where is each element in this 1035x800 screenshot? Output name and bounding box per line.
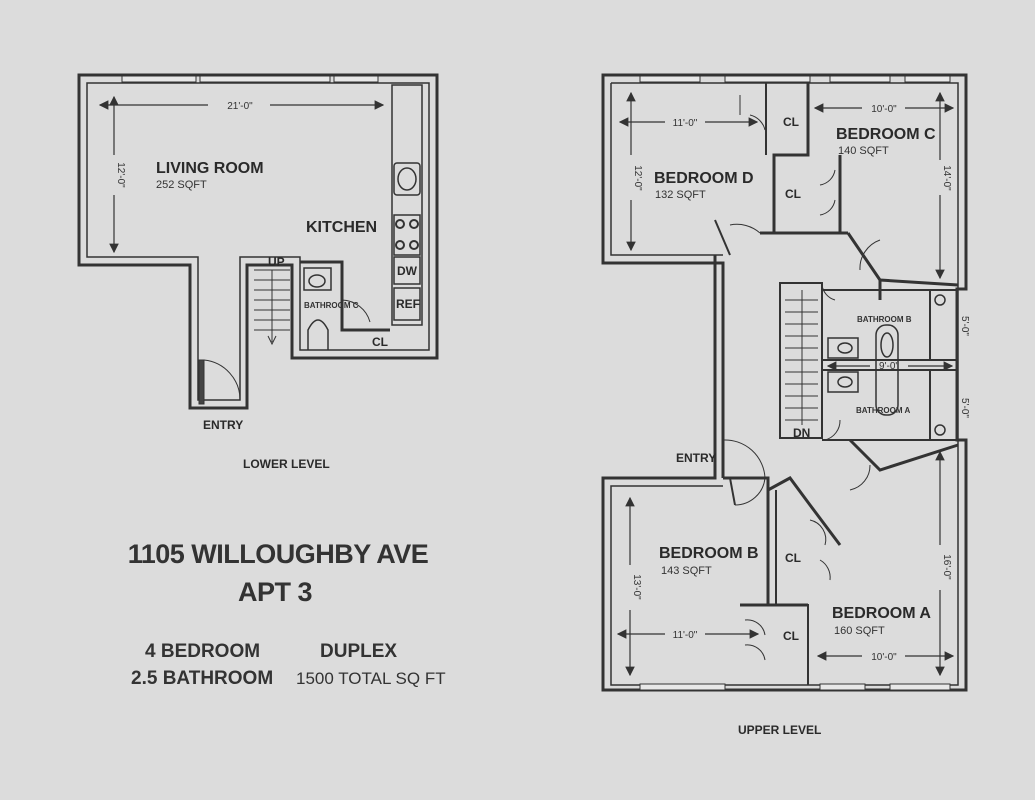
bath-width-dim: 9'-0" [879, 361, 899, 372]
lr-depth-dim: 12'-0" [115, 162, 126, 188]
bath-b-depth: 5'-0" [959, 316, 970, 336]
bd-c-depth: 14'-0" [941, 165, 952, 191]
closet-d: CL [783, 115, 799, 129]
dn-label: DN [793, 426, 810, 440]
lower-entry-label: ENTRY [203, 418, 243, 432]
living-room-label: LIVING ROOM [156, 160, 264, 177]
bedroom-b-label: BEDROOM B [659, 545, 759, 562]
kitchen-label: KITCHEN [306, 219, 377, 236]
address: 1105 WILLOUGHBY AVE [128, 539, 429, 569]
bedroom-c-label: BEDROOM C [836, 126, 936, 143]
bd-b-depth: 13'-0" [631, 574, 642, 600]
bathroom-b-label: BATHROOM B [857, 315, 912, 324]
total-area: 1500 TOTAL SQ FT [296, 669, 446, 688]
apt-number: APT 3 [238, 577, 313, 607]
lower-level-caption: LOWER LEVEL [243, 457, 330, 471]
unit-type: DUPLEX [320, 641, 397, 662]
lr-width-dim: 21'-0" [227, 101, 253, 112]
bathroom-count: 2.5 BATHROOM [131, 668, 273, 689]
bedroom-d-label: BEDROOM D [654, 170, 754, 187]
upper-entry-label: ENTRY [676, 451, 716, 465]
bedroom-a-label: BEDROOM A [832, 605, 931, 622]
bd-b-width: 11'-0" [673, 630, 698, 641]
bedroom-d-area: 132 SQFT [655, 189, 706, 201]
lower-level-plan [77, 73, 439, 410]
closet-a: CL [785, 551, 801, 565]
upper-dims [616, 91, 955, 677]
closet-b: CL [783, 629, 799, 643]
bedroom-count: 4 BEDROOM [145, 641, 260, 662]
upper-level-plan [601, 73, 968, 692]
dw-label: DW [397, 264, 418, 278]
living-room-area: 252 SQFT [156, 179, 207, 191]
bd-c-width: 10'-0" [871, 104, 897, 115]
bd-d-depth: 12'-0" [632, 165, 643, 191]
bedroom-c-area: 140 SQFT [838, 145, 889, 157]
bd-a-width: 10'-0" [871, 652, 897, 663]
lower-closet-label: CL [372, 335, 388, 349]
up-label: UP [268, 255, 285, 269]
ref-label: REF [396, 297, 420, 311]
bathroom-a-label: BATHROOM A [856, 406, 910, 415]
bath-a-depth: 5'-0" [959, 398, 970, 418]
bedroom-b-area: 143 SQFT [661, 565, 712, 577]
bathroom-c-label: BATHROOM C [304, 301, 359, 310]
bd-a-depth: 16'-0" [941, 554, 952, 580]
bedroom-a-area: 160 SQFT [834, 625, 885, 637]
bd-d-width: 11'-0" [673, 118, 698, 129]
closet-c: CL [785, 187, 801, 201]
lower-dims [98, 95, 385, 254]
upper-level-caption: UPPER LEVEL [738, 723, 821, 737]
